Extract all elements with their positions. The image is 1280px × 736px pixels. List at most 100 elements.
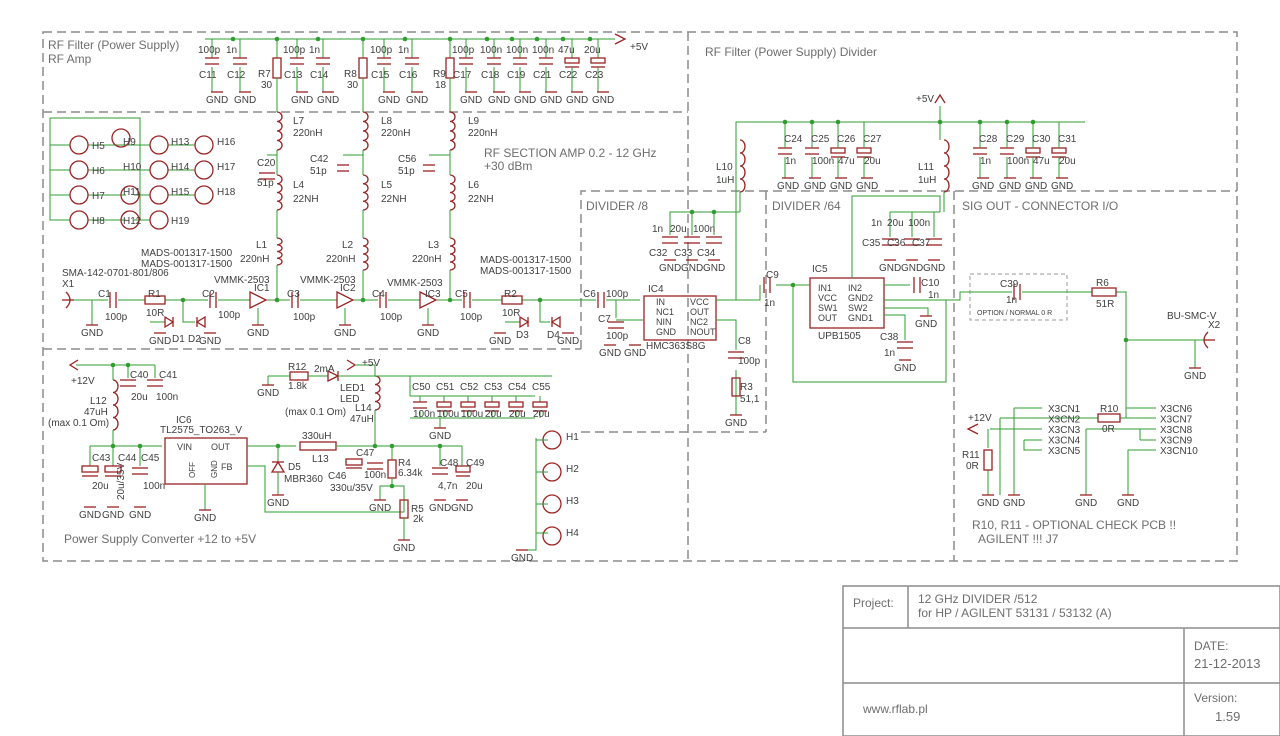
c32-ref: C32 xyxy=(649,248,668,259)
hole-label-h6: H6 xyxy=(92,166,105,177)
title-date-value: 21-12-2013 xyxy=(1194,656,1261,671)
hole-center xyxy=(75,166,83,174)
c2-value: 100p xyxy=(218,310,241,321)
ic4-pin-left: IN xyxy=(656,297,665,307)
x3-pin-left: X3CN3 xyxy=(1048,425,1081,436)
hole-center xyxy=(126,191,134,199)
hole-center xyxy=(126,216,134,224)
hole-center xyxy=(155,141,163,149)
ic4-pin-left: NC1 xyxy=(656,307,674,317)
ic5-pin-right: SW2 xyxy=(848,303,868,313)
divider-filter-capacitors: C241nGNDC25100nGNDC2647uGNDC2720uGNDC281… xyxy=(777,122,1077,192)
x3-pin-right: X3CN7 xyxy=(1160,415,1193,426)
cap-value-c54: 20u xyxy=(509,409,526,420)
frame-title-rf-filter-divider: RF Filter (Power Supply) Divider xyxy=(705,45,877,59)
c42-value: 51p xyxy=(310,166,327,177)
inductor-l4 xyxy=(276,174,283,211)
ic5-ref: IC5 xyxy=(812,264,828,275)
cap-plate xyxy=(484,401,500,408)
gnd-label: GND xyxy=(566,95,588,106)
c46-ref: C46 xyxy=(328,471,347,482)
c3-value: 100p xyxy=(293,312,316,323)
cap-value-c51: 100u xyxy=(437,409,459,420)
ic4-pin-right: NOUT xyxy=(690,327,716,337)
divider8-block xyxy=(608,122,744,415)
l14-value: 47uH xyxy=(350,414,374,425)
inductor-symbols xyxy=(112,111,950,431)
cap-ref-c22: C22 xyxy=(559,70,578,81)
hole-h18 xyxy=(194,185,214,205)
hole-h11 xyxy=(120,185,140,205)
c32-value: 1n xyxy=(652,224,663,235)
title-website: www.rflab.pl xyxy=(862,702,928,716)
gnd-label: GND xyxy=(999,181,1021,192)
hole-center xyxy=(75,141,83,149)
c44-value: 20u/35V xyxy=(116,462,127,500)
c20-ref: C20 xyxy=(257,158,276,169)
x3-pin-left: X3CN4 xyxy=(1048,436,1081,447)
c49-ref: C49 xyxy=(466,458,485,469)
title-project-subtitle: for HP / AGILENT 53131 / 53132 (A) xyxy=(918,606,1112,620)
cap-ref-c13: C13 xyxy=(284,70,303,81)
psu-block xyxy=(68,359,552,551)
ic1-part: VMMK-2503 xyxy=(214,275,270,286)
top-filter-resistors xyxy=(272,39,455,112)
c34-value: 100n xyxy=(693,224,715,235)
x3-pin-right: X3CN10 xyxy=(1160,446,1198,457)
hole-h15 xyxy=(149,185,169,205)
c6-ref: C6 xyxy=(583,289,596,300)
hole-center xyxy=(548,532,556,540)
gnd-label: GND xyxy=(703,263,725,274)
r4-ref: R4 xyxy=(398,458,411,469)
gnd-label: GND xyxy=(247,328,269,339)
cap-value-c22: 47u xyxy=(558,45,575,56)
c39-ref: C39 xyxy=(1000,279,1019,290)
c42-ref: C42 xyxy=(310,154,329,165)
ic5-pin-right: IN2 xyxy=(848,283,862,293)
c56-ref: C56 xyxy=(398,154,417,165)
cap-ref-c27: C27 xyxy=(863,134,882,145)
l12-ref: L12 xyxy=(90,396,107,407)
l4-ref: L4 xyxy=(293,180,305,191)
ic5-pin-left: IN1 xyxy=(818,283,832,293)
c3-ref: C3 xyxy=(287,289,300,300)
frame-title-divider8: DIVIDER /8 xyxy=(586,199,648,213)
l5-ref: L5 xyxy=(381,180,393,191)
inductor-l3 xyxy=(449,237,456,271)
gnd-label: GND xyxy=(1003,498,1025,509)
l12-value: 47uH xyxy=(84,407,108,418)
h2-ref: H2 xyxy=(566,464,579,475)
note-agilent: AGILENT !!! J7 xyxy=(978,532,1059,546)
l7-ref: L7 xyxy=(293,116,305,127)
c5-value: 100p xyxy=(460,312,483,323)
cap-value-c17: 100p xyxy=(452,45,475,56)
cap-ref-c23: C23 xyxy=(585,70,604,81)
hole-label-h16: H16 xyxy=(217,137,236,148)
x3-pin-right: X3CN9 xyxy=(1160,436,1193,447)
r3-ref: R3 xyxy=(740,382,753,393)
cap-value-c15: 100p xyxy=(370,45,393,56)
l1-ref: L1 xyxy=(256,240,268,251)
c34-ref: C34 xyxy=(697,248,716,259)
hole-label-h7: H7 xyxy=(92,191,105,202)
r8-value: 30 xyxy=(347,80,359,91)
gnd-label: GND xyxy=(378,95,400,106)
c40-ref: C40 xyxy=(130,370,149,381)
c41-ref: C41 xyxy=(159,370,178,381)
cap-plate xyxy=(1025,147,1041,154)
c47-ref: C47 xyxy=(356,448,375,459)
cap-value-c19: 100n xyxy=(506,45,528,56)
r3-value: 51,1 xyxy=(740,394,760,405)
d2-ref: D2 xyxy=(188,334,201,345)
c9-value: 1n xyxy=(764,298,775,309)
hole-center xyxy=(75,191,83,199)
l14-ref: L14 xyxy=(355,403,372,414)
hole-center xyxy=(548,436,556,444)
c5-ref: C5 xyxy=(455,289,468,300)
hole-label-h9: H9 xyxy=(123,137,136,148)
cap-ref-c16: C16 xyxy=(399,70,418,81)
cap-ref-c12: C12 xyxy=(227,70,246,81)
divider-filter-rail xyxy=(735,93,1085,140)
c2-ref: C2 xyxy=(202,289,215,300)
